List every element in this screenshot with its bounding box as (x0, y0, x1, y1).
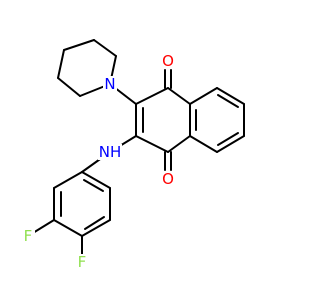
bond (167, 135, 191, 153)
difluorophenyl-ring (27, 171, 111, 259)
bond (81, 171, 111, 189)
bond (53, 171, 83, 189)
atom-labels: O O N NH F F (21, 52, 175, 271)
bond (53, 219, 83, 237)
bond (135, 87, 169, 105)
molecule-structure-drawing: O O N NH F F (21, 39, 245, 271)
fluorine-label-left: F (24, 227, 33, 245)
bond (81, 219, 111, 237)
bond (135, 135, 169, 153)
double-bond-line (217, 94, 239, 108)
bond (216, 135, 245, 153)
fluorine-label-right: F (78, 253, 87, 271)
bond (93, 39, 117, 57)
bond (216, 87, 245, 105)
bond (167, 87, 191, 105)
bond (189, 135, 218, 153)
bond (189, 87, 218, 105)
benzo-ring (189, 87, 245, 153)
double-bond-line (84, 216, 105, 230)
oxygen-label-bottom: O (162, 170, 174, 188)
piperidine-ring (57, 39, 117, 97)
bond (63, 39, 95, 51)
bond (57, 49, 65, 79)
bond (57, 77, 81, 97)
nitrogen-label-piperidine: N (104, 75, 115, 93)
oxygen-label-top: O (162, 52, 174, 70)
amine-nh-label: NH (99, 143, 122, 161)
quinone-ring (109, 83, 191, 153)
double-bond-line (83, 179, 104, 192)
double-bond-line (217, 132, 239, 146)
carbonyl-groups (164, 69, 172, 171)
